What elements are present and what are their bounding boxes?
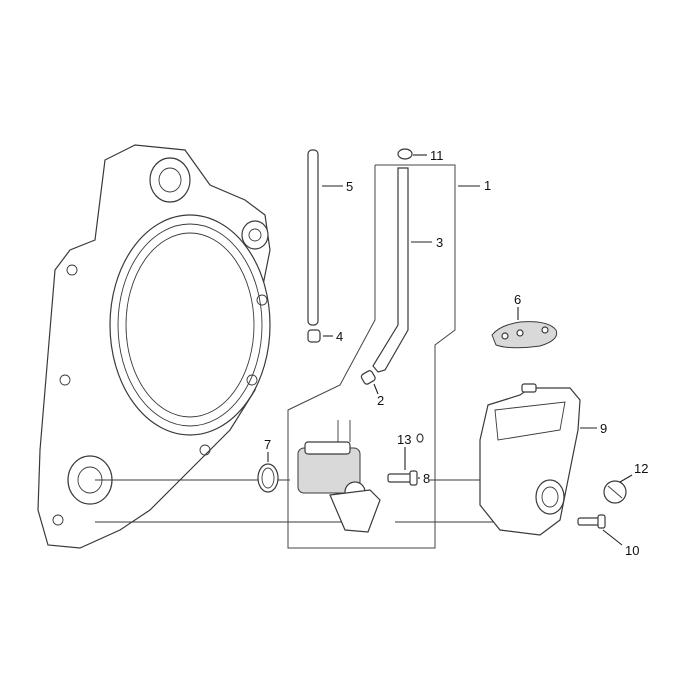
oil-pump	[297, 420, 381, 533]
callout-9: 9	[600, 421, 607, 436]
housing-cover	[479, 383, 581, 536]
callout-12: 12	[634, 461, 648, 476]
callout-7: 7	[264, 437, 271, 452]
screw	[577, 514, 606, 529]
callout-2: 2	[377, 393, 384, 408]
callout-3: 3	[436, 235, 443, 250]
callout-5: 5	[346, 179, 353, 194]
bolt	[387, 470, 418, 486]
callout-8: 8	[423, 471, 430, 486]
callout-13: 13	[397, 432, 411, 447]
callout-10: 10	[625, 543, 639, 558]
o-ring	[257, 463, 279, 493]
crankcase-cover	[37, 144, 271, 549]
callout-4: 4	[336, 329, 343, 344]
callouts: 1 2 3 4 5 6 7 8 9 10 11 12 13	[264, 148, 648, 558]
leader-lines	[267, 154, 633, 546]
straight-pipe	[307, 149, 319, 326]
sleeve	[307, 329, 321, 343]
washer	[416, 433, 424, 443]
plug	[603, 480, 627, 504]
assembly-boundary	[287, 164, 456, 549]
gasket	[491, 321, 558, 349]
bent-pipe	[372, 167, 409, 373]
callout-6: 6	[514, 292, 521, 307]
callout-11: 11	[430, 148, 444, 163]
pipe-sleeve	[360, 370, 376, 385]
clip	[397, 148, 413, 160]
callout-1: 1	[484, 178, 491, 193]
